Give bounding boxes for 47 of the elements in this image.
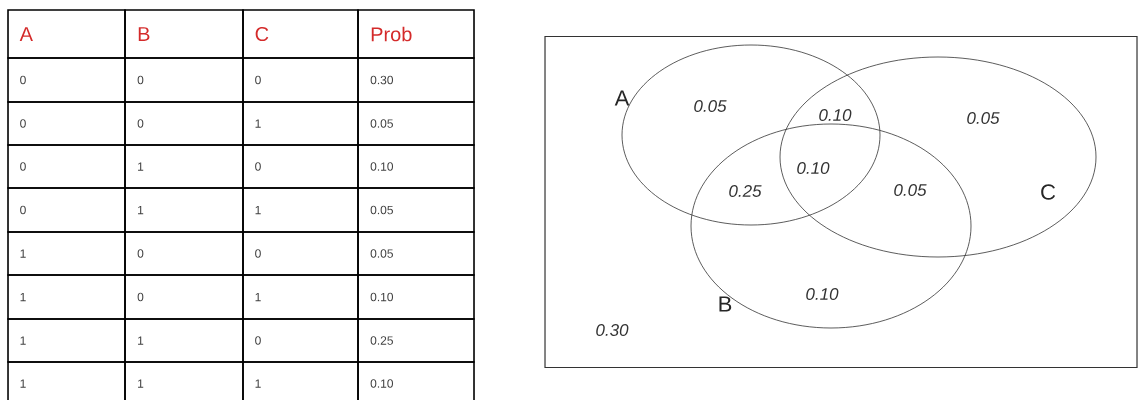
table-cell: 0 <box>7 144 126 189</box>
region-value: 0.05 <box>894 184 927 197</box>
table-cell: 0.25 <box>357 318 475 363</box>
table-cell: 1 <box>7 274 126 320</box>
table-cell: 0.05 <box>357 187 475 233</box>
table-cell: 0 <box>242 231 359 276</box>
table-cell: 1 <box>242 187 359 233</box>
table-cell: 0.05 <box>357 231 475 276</box>
set-label: C <box>1041 184 1056 200</box>
table-cell: 0 <box>7 187 126 233</box>
table-cell: 1 <box>242 101 359 146</box>
region-value: 0.10 <box>819 109 852 122</box>
table-cell: 0.10 <box>357 144 475 189</box>
column-header: C <box>242 9 359 59</box>
table-cell: 0 <box>242 57 359 103</box>
table-cell: 0.10 <box>357 361 475 400</box>
column-header: Prob <box>357 9 475 59</box>
table-cell: 1 <box>7 361 126 400</box>
table-cell: 1 <box>7 231 126 276</box>
column-header: B <box>124 9 244 59</box>
table-cell: 0 <box>242 144 359 189</box>
table-cell: 0 <box>124 274 244 320</box>
table-cell: 0 <box>124 101 244 146</box>
region-value: 0.25 <box>729 185 762 198</box>
table-cell: 0.30 <box>357 57 475 103</box>
table-cell: 0 <box>124 57 244 103</box>
set-label: A <box>614 90 630 106</box>
table-cell: 0 <box>7 57 126 103</box>
table-cell: 1 <box>242 274 359 320</box>
table-cell: 0.10 <box>357 274 475 320</box>
region-value: 0.05 <box>694 100 727 113</box>
region-value: 0.10 <box>806 288 839 301</box>
set-label: B <box>719 296 732 312</box>
table-cell: 1 <box>124 361 244 400</box>
table-cell: 0 <box>242 318 359 363</box>
table-cell: 0 <box>124 231 244 276</box>
table-cell: 1 <box>124 144 244 189</box>
table-cell: 1 <box>124 187 244 233</box>
column-header: A <box>7 9 126 59</box>
region-value: 0.05 <box>967 112 1000 125</box>
table-cell: 0 <box>7 101 126 146</box>
region-value: 0.10 <box>797 162 830 175</box>
table-cell: 1 <box>7 318 126 363</box>
region-value: 0.30 <box>596 324 629 337</box>
table-cell: 1 <box>242 361 359 400</box>
table-cell: 1 <box>124 318 244 363</box>
table-cell: 0.05 <box>357 101 475 146</box>
